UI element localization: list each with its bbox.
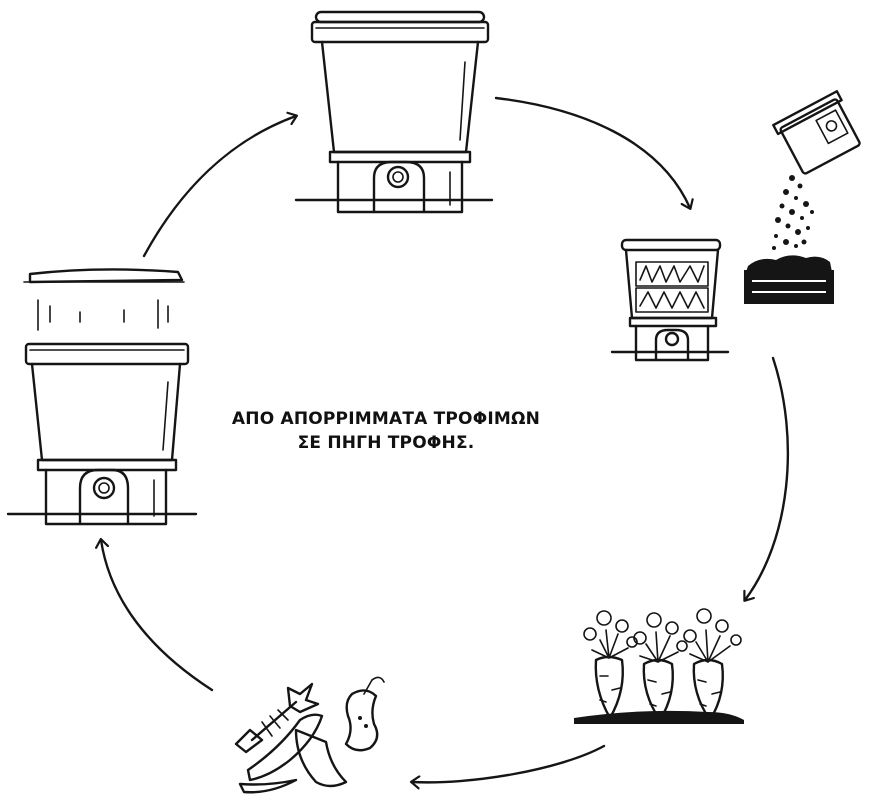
apple-core [344,676,385,752]
arrow-scraps-to-left-bin [101,540,214,692]
bin-closed-top [294,10,494,214]
fish-bone [234,682,320,754]
food-scraps [234,676,385,794]
carrot-1 [583,610,638,720]
carrot-2 [633,612,688,722]
arrow-left-bin-to-top [142,116,296,258]
banana-peel [238,713,348,794]
growing-carrots [574,608,744,724]
arrow-top-to-right [494,96,690,208]
caption-line-1: ΑΠΟ ΑΠΟΡΡΙΜΜΑΤΑ ΤΡΟΦΙΜΩΝ [231,409,541,429]
compost-particles [772,175,814,250]
pouring-compost [744,90,861,304]
arrow-right-to-carrots [745,356,790,600]
carrot-3 [683,608,742,722]
bin-with-scraps [610,238,730,362]
bin-opening-lid [6,268,198,526]
caption-line-2: ΣΕ ΠΗΓΗ ΤΡΟΦΗΣ. [297,433,475,453]
arrow-carrots-to-scraps [412,744,606,782]
compost-crate [744,255,834,304]
